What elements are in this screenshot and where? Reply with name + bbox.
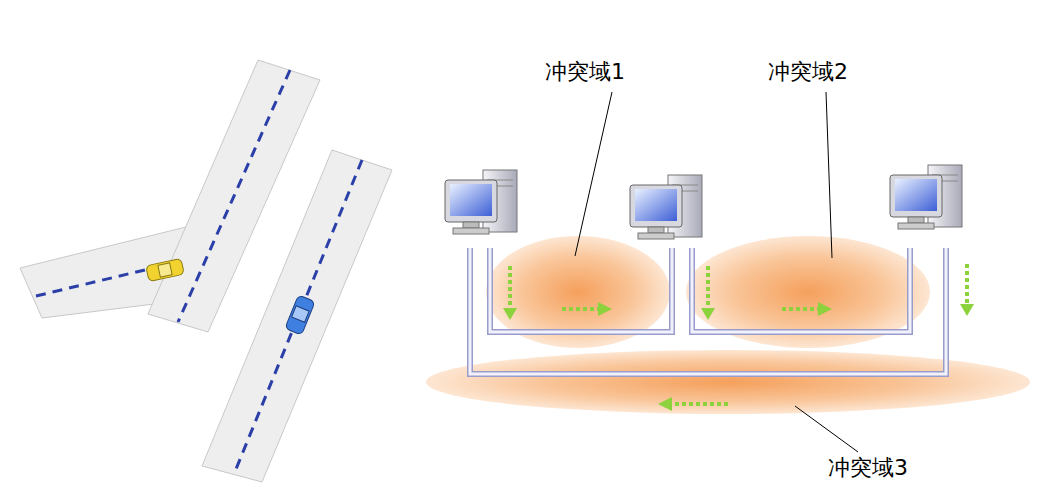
domain-label: 冲突域2 [768, 60, 848, 84]
domain-label: 冲突域1 [545, 60, 625, 84]
frame-arrows [510, 264, 967, 404]
yellow-car [146, 258, 185, 281]
roads [20, 60, 392, 482]
cables [470, 248, 946, 374]
collision-ellipse [426, 350, 1030, 414]
domain-label: 冲突域3 [828, 456, 908, 480]
computer [630, 175, 702, 239]
leader-lines [575, 92, 858, 452]
blue-car [285, 295, 315, 335]
collision-ellipse [686, 236, 930, 348]
arrow-heads [503, 302, 974, 411]
computer [890, 165, 962, 229]
computer [445, 170, 517, 234]
